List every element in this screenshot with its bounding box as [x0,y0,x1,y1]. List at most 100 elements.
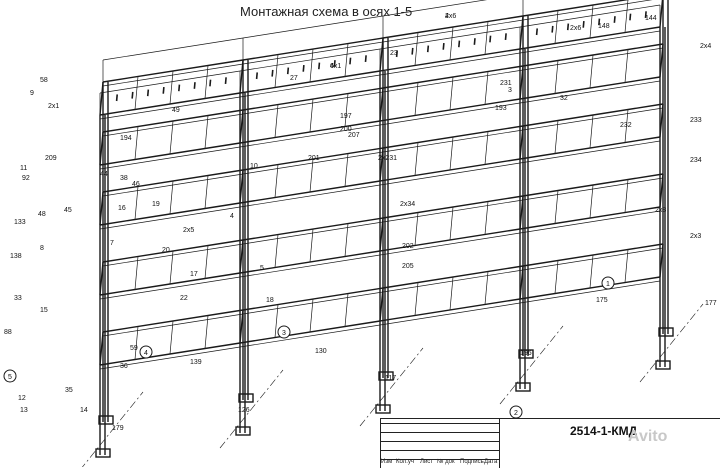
cross-beam [659,103,664,138]
stamp-grid [381,419,500,468]
beam-flange [382,269,524,293]
beam-flange [379,302,521,326]
beam-flange [379,102,521,126]
joist [624,249,629,283]
part-mark: 19 [152,201,160,208]
beam-flange [242,151,384,175]
part-mark: 133 [14,219,26,226]
part-mark: 194 [120,135,132,142]
part-mark: 3 [508,87,512,94]
joist [554,10,559,44]
joist [134,326,139,360]
grating-bar [162,86,165,94]
joist [484,131,489,165]
cross-beam [379,217,384,252]
beam-flange [239,254,381,278]
beam-flange [239,74,381,98]
grating-bar [613,16,616,23]
document-code: 2514-1-КМД [570,424,638,438]
joist [344,223,349,257]
joist [134,186,139,220]
beam-flange [242,91,384,115]
axis-marker-1: 1 [601,276,615,290]
part-mark: 9 [30,90,34,97]
handrail [382,0,488,17]
beam-flange [382,69,524,93]
beam-flange [239,184,381,208]
beam-flange [522,47,664,71]
grating-bar [193,82,196,89]
avito-watermark: Avito [628,428,668,445]
beam-flange [379,162,521,186]
cross-beam [379,287,384,322]
grating-bar [426,45,430,53]
part-mark: 49 [172,107,180,114]
grating-bar [349,57,352,65]
cross-beam [99,131,104,166]
joist [589,184,594,219]
cross-beam [379,37,384,72]
part-mark: 117 [385,375,396,382]
part-mark: 32 [560,95,568,102]
grating-bar [395,50,399,58]
beam-flange [382,19,524,43]
beam-flange [102,63,244,87]
part-mark: 33 [14,295,22,302]
part-mark: 16 [118,205,126,212]
joist [204,245,209,279]
base-plate [95,448,111,458]
part-mark: 207 [348,132,360,139]
beam-flange [239,124,381,148]
joist [449,136,454,171]
cross-beam [239,109,244,144]
part-mark: 2х231 [378,155,397,162]
joist [309,298,314,333]
beam-flange [239,324,381,348]
joist [414,282,419,316]
joist [274,54,279,88]
joist [344,93,349,127]
beam-flange [102,243,244,267]
stamp-header-6: Дата [484,459,498,465]
cross-beam [659,173,664,208]
part-mark: 8 [40,245,44,252]
cross-beam [99,191,104,226]
grating-bar [255,72,259,80]
cross-beam [99,331,104,366]
part-mark: 139 [190,359,202,366]
base-plate [378,371,394,381]
part-mark: 4 [230,213,234,220]
part-mark: 7 [110,240,114,247]
joist [344,153,349,187]
grating-bar [598,18,601,26]
joist [484,271,489,305]
base-plate [375,404,391,414]
stamp-header-2: Кол.уч [396,459,414,465]
part-mark: 20 [162,247,170,254]
part-mark: 12 [18,395,26,402]
part-mark: 205 [402,263,414,270]
part-mark: 232 [620,122,632,129]
part-mark: 179 [112,425,124,432]
part-mark: 5 [260,265,264,272]
grating-bar [131,91,134,99]
handrail [519,4,661,28]
joist [134,76,139,110]
joist [414,32,419,66]
cross-beam [659,243,664,278]
svg-text:5: 5 [8,374,12,381]
part-mark: 92 [22,175,30,182]
handrail [102,37,244,61]
joist [134,256,139,290]
joist [274,234,279,268]
beam-flange [99,206,241,230]
joist [449,26,454,61]
part-mark: 59 [130,345,138,352]
axis-marker-4: 4 [139,345,153,359]
part-mark: 13 [20,407,28,414]
part-mark: 36 [120,363,128,370]
cross-beam [519,265,524,300]
joist [414,212,419,246]
part-mark: 197 [340,113,352,120]
grating-bar [115,94,119,102]
